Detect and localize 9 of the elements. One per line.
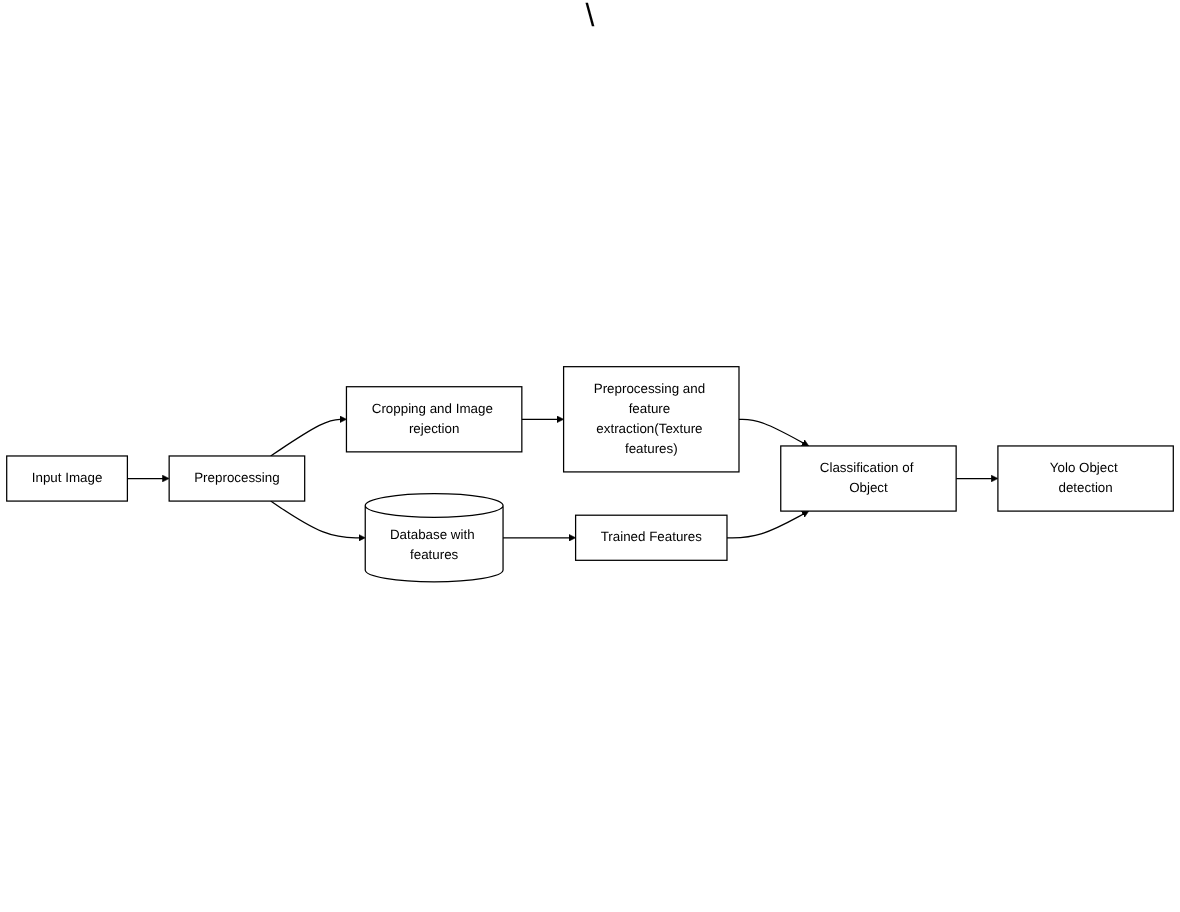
arrow <box>726 510 810 539</box>
arrow <box>270 415 347 457</box>
arrow <box>270 500 366 542</box>
arrow <box>521 415 564 423</box>
arrow <box>738 418 810 446</box>
arrow <box>955 474 999 482</box>
note-text: \ <box>585 0 595 34</box>
arrow <box>502 533 576 542</box>
arrow <box>126 474 170 482</box>
